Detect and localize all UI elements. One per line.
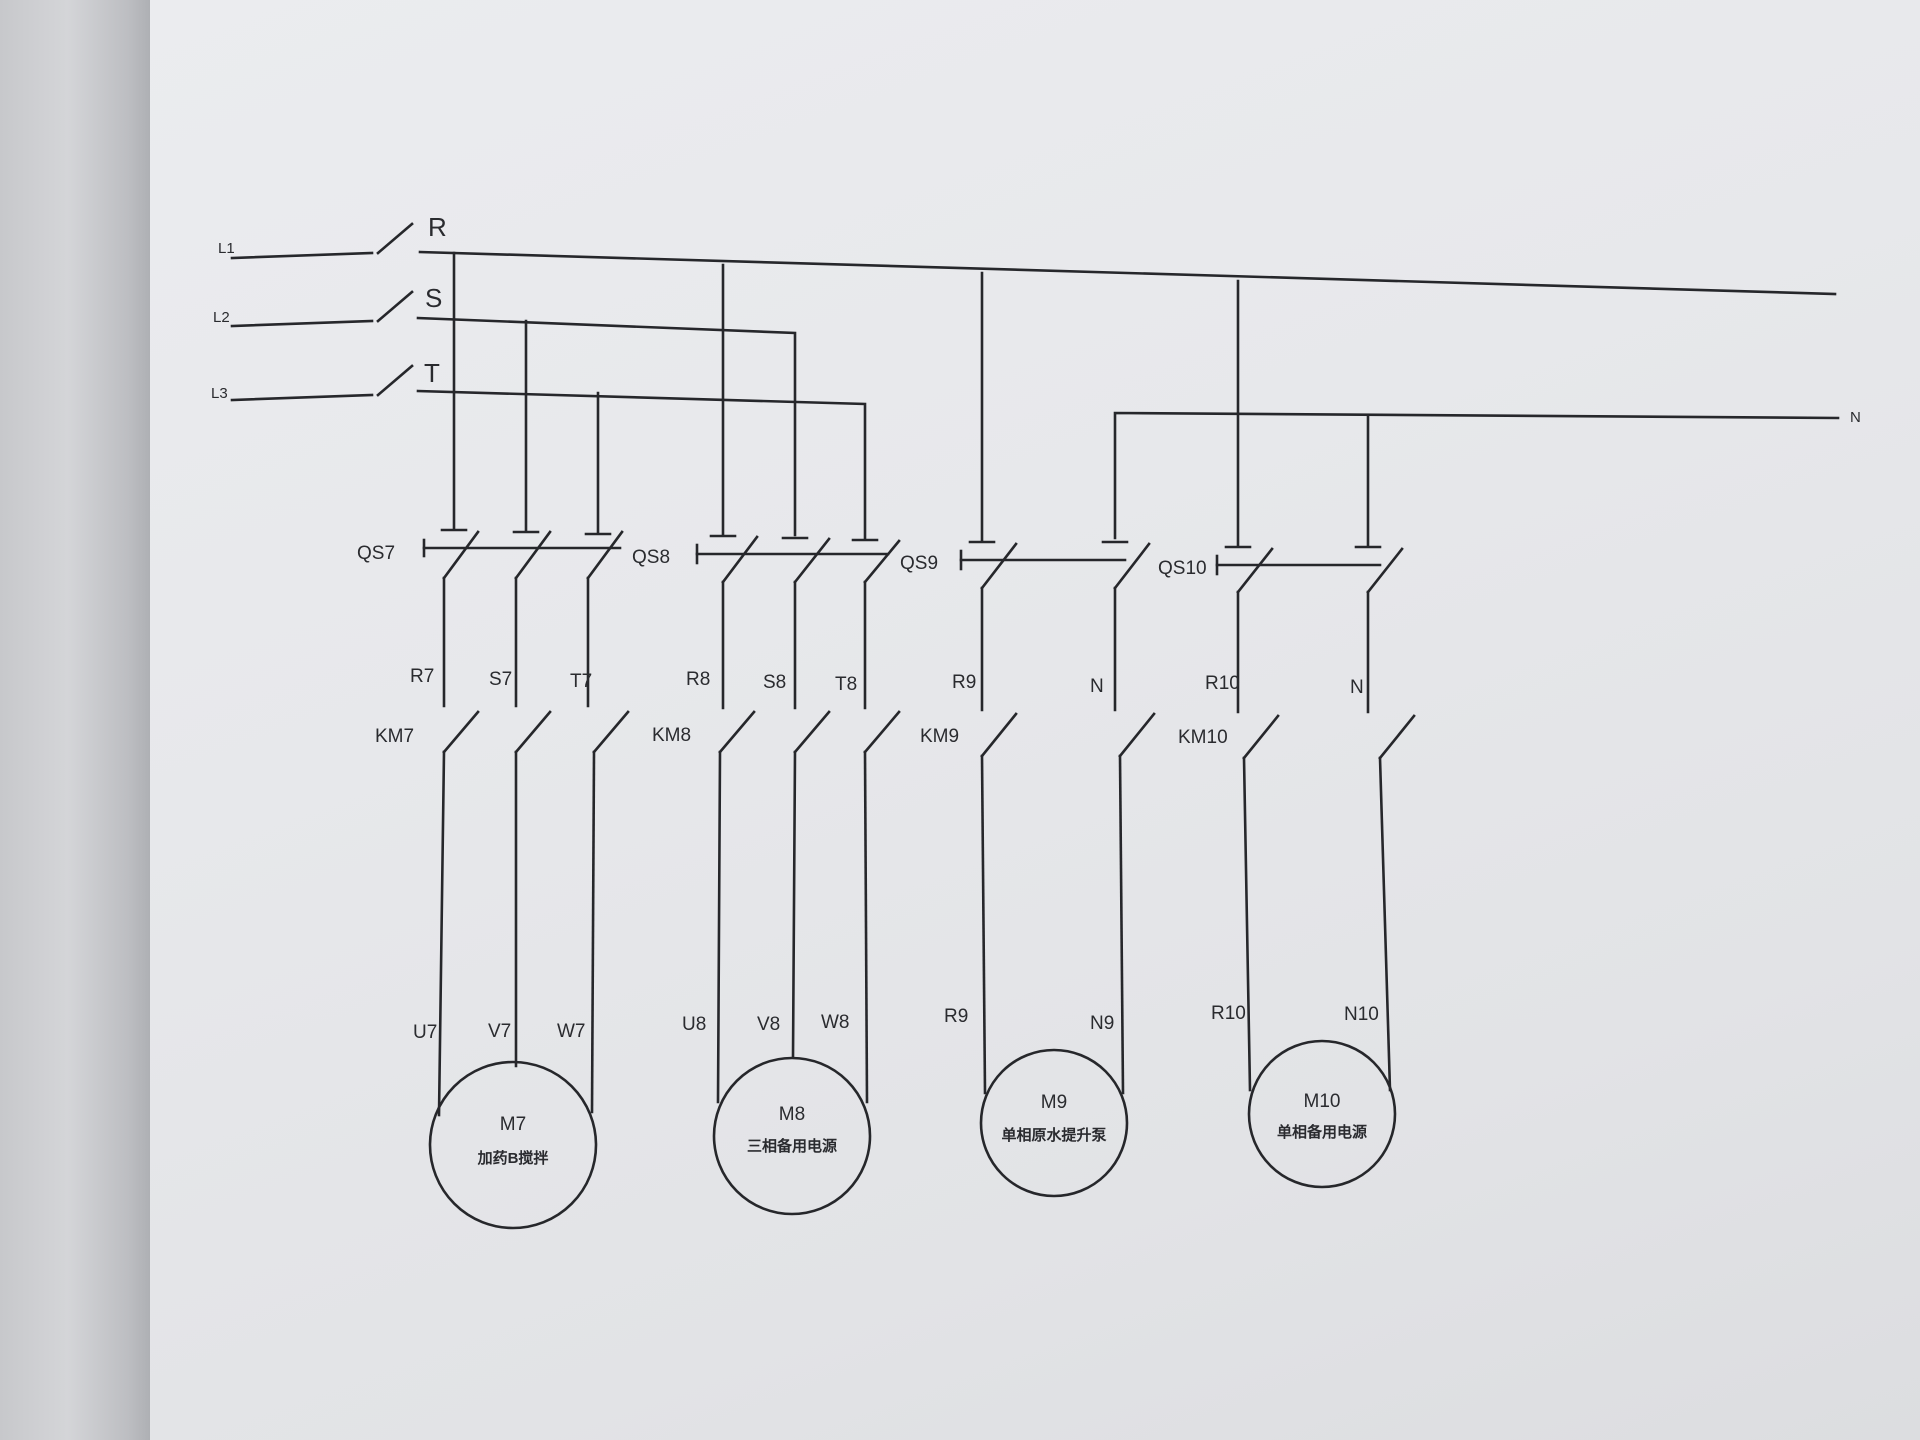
terminal-label-n9: N9 — [1090, 1013, 1114, 1034]
contactor-label-km10: KM10 — [1178, 727, 1228, 748]
terminal-labels: U7 V7 W7 U8 V8 W8 R9 N9 R10 N10 — [413, 1003, 1379, 1043]
terminal-label-v8: V8 — [757, 1014, 780, 1035]
motor-m8: M8 三相备用电源 — [712, 1056, 872, 1216]
motor-m7: M7 加药B搅拌 — [428, 1060, 598, 1230]
rail-t — [416, 389, 867, 540]
motor-m10: M10 单相备用电源 — [1247, 1039, 1397, 1189]
main-switch-l3 — [376, 364, 414, 397]
wire-label-r10: R10 — [1205, 673, 1240, 694]
main-switch-l2 — [376, 290, 414, 323]
breaker-qs8: QS8 — [632, 534, 901, 584]
contact-km7-2 — [514, 710, 552, 754]
terminal-label-w8: W8 — [821, 1012, 850, 1033]
wire-labels: R7 S7 T7 R8 S8 T8 R9 N R10 N — [410, 666, 1364, 698]
feed-wire-l3 — [230, 393, 374, 402]
breaker-label-qs10: QS10 — [1158, 558, 1207, 579]
motor-symbol-m9 — [979, 1048, 1129, 1198]
rail-label-t: T — [424, 358, 440, 388]
feed-label-l2: L2 — [213, 309, 230, 326]
motor-desc-m8: 三相备用电源 — [747, 1137, 837, 1155]
wire-label-n-m10: N — [1350, 677, 1364, 698]
contactors: KM7 KM8 KM9 KM10 — [375, 710, 1416, 760]
breaker-qs10: QS10 — [1158, 545, 1404, 594]
feed-wire-l2 — [230, 319, 374, 328]
wire-label-r8: R8 — [686, 669, 710, 690]
wire-label-t7: T7 — [570, 671, 592, 692]
wire-label-r7: R7 — [410, 666, 434, 687]
motor-m9: M9 单相原水提升泵 — [979, 1048, 1129, 1198]
main-switch-l1 — [376, 222, 414, 255]
motor-symbol-m8 — [712, 1056, 872, 1216]
breaker-qs7: QS7 — [357, 528, 624, 580]
bus-rails: R S T N — [416, 212, 1861, 540]
contactor-to-motor-wires — [437, 750, 1392, 1117]
binding-gutter — [0, 0, 150, 1440]
wire-label-n-m9: N — [1090, 676, 1104, 697]
terminal-label-n10: N10 — [1344, 1004, 1379, 1025]
breaker-to-contactor-wires — [442, 576, 1370, 714]
motor-name-m8: M8 — [779, 1104, 805, 1125]
wire-label-s7: S7 — [489, 669, 512, 690]
motor-desc-m7: 加药B搅拌 — [477, 1149, 549, 1167]
motor-name-m10: M10 — [1304, 1091, 1341, 1112]
contact-km10-1 — [1242, 714, 1280, 760]
contact-km9-2 — [1118, 712, 1156, 758]
terminal-label-r9: R9 — [944, 1006, 968, 1027]
contact-km10-2 — [1378, 714, 1416, 760]
terminal-label-u8: U8 — [682, 1014, 706, 1035]
motor-desc-m10: 单相备用电源 — [1277, 1123, 1367, 1141]
feed-label-l1: L1 — [218, 240, 235, 257]
wire-label-t8: T8 — [835, 674, 857, 695]
contactor-label-km8: KM8 — [652, 725, 691, 746]
rail-s — [416, 316, 797, 537]
contact-km7-1 — [442, 710, 480, 754]
paper-sheet — [150, 0, 1920, 1440]
contact-km8-3 — [863, 710, 901, 754]
breaker-label-qs9: QS9 — [900, 553, 938, 574]
rail-label-s: S — [425, 283, 442, 313]
breaker-qs9: QS9 — [900, 540, 1151, 590]
contact-km8-1 — [718, 710, 756, 754]
terminal-label-w7: W7 — [557, 1021, 586, 1042]
contact-km7-3 — [592, 710, 630, 754]
rail-n — [1113, 411, 1840, 540]
wire-label-r9: R9 — [952, 672, 976, 693]
terminal-label-u7: U7 — [413, 1022, 437, 1043]
incoming-feeds: L1 L2 L3 — [211, 222, 414, 402]
contact-km9-1 — [980, 712, 1018, 758]
feed-label-l3: L3 — [211, 385, 228, 402]
terminal-label-v7: V7 — [488, 1021, 511, 1042]
motor-symbol-m7 — [428, 1060, 598, 1230]
motor-desc-m9: 单相原水提升泵 — [1001, 1126, 1106, 1144]
contact-km8-2 — [793, 710, 831, 754]
motor-symbol-m10 — [1247, 1039, 1397, 1189]
rail-label-n: N — [1850, 409, 1861, 426]
contactor-label-km9: KM9 — [920, 726, 959, 747]
breaker-label-qs8: QS8 — [632, 547, 670, 568]
rail-label-r: R — [428, 212, 447, 242]
wire-label-s8: S8 — [763, 672, 786, 693]
motor-name-m7: M7 — [500, 1114, 526, 1135]
feed-wire-l1 — [230, 251, 374, 260]
terminal-label-r10: R10 — [1211, 1003, 1246, 1024]
breaker-label-qs7: QS7 — [357, 543, 395, 564]
rail-r — [418, 250, 1837, 296]
branch-drops — [452, 251, 1370, 548]
contactor-label-km7: KM7 — [375, 726, 414, 747]
motor-name-m9: M9 — [1041, 1092, 1067, 1113]
